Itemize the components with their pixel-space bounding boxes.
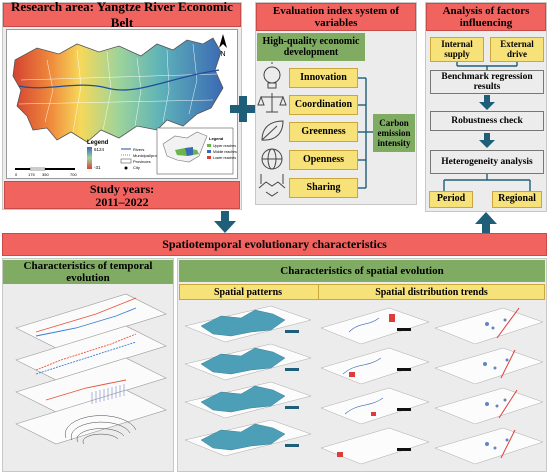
dimension-icons bbox=[257, 62, 287, 202]
temporal-stacked-charts bbox=[6, 288, 172, 470]
svg-text:Upper reaches: Upper reaches bbox=[213, 144, 236, 148]
arrow-up-icon bbox=[475, 212, 497, 234]
svg-text:0: 0 bbox=[15, 172, 18, 177]
merge-connector bbox=[430, 62, 544, 70]
arrow-down-icon bbox=[479, 95, 495, 110]
dimension-sharing: Sharing bbox=[289, 178, 358, 198]
trend-layer-7 bbox=[434, 387, 544, 425]
dimension-innovation: Innovation bbox=[289, 68, 358, 88]
svg-text:175: 175 bbox=[28, 172, 35, 177]
svg-text:700: 700 bbox=[70, 172, 77, 177]
scale-bar: 0 175 350 700 bbox=[15, 167, 77, 177]
heterogeneity-analysis-box: Heterogeneity analysis bbox=[430, 150, 544, 174]
spatial-trends-title: Spatial distribution trends bbox=[318, 284, 544, 300]
research-area-map: N Legend 6124 -31 Rivers Municipal/provi… bbox=[6, 29, 238, 179]
arrow-down-icon bbox=[479, 133, 495, 148]
spatial-patterns-title: Spatial patterns bbox=[213, 286, 283, 298]
carbon-intensity-box: Carbon emission intensity bbox=[373, 114, 415, 152]
research-area-title: Research area: Yangtze River Economic Be… bbox=[3, 0, 241, 30]
map-graphic: N Legend 6124 -31 Rivers Municipal/provi… bbox=[12, 34, 237, 177]
dimension-bracket bbox=[358, 70, 374, 198]
spatial-subtitle-bar bbox=[179, 284, 545, 300]
study-years-box: Study years: 2011–2022 bbox=[4, 181, 240, 209]
svg-text:Legend: Legend bbox=[209, 136, 224, 141]
dimension-openness: Openness bbox=[289, 150, 358, 170]
robustness-check-box: Robustness check bbox=[430, 111, 544, 131]
spatial-trend-plots bbox=[319, 302, 545, 470]
internal-supply-box: Internal supply bbox=[430, 37, 484, 62]
plus-icon bbox=[230, 96, 256, 122]
map-legend: Legend 6124 -31 Rivers Municipal/provinc… bbox=[87, 140, 178, 170]
lightbulb-icon bbox=[263, 62, 281, 89]
trend-layer-1 bbox=[320, 307, 430, 345]
arrow-down-icon bbox=[214, 211, 236, 233]
trend-layer-6 bbox=[434, 347, 544, 385]
globe-icon bbox=[261, 148, 283, 170]
legend-item-1: Municipal/provincial cities bbox=[133, 153, 178, 158]
dimension-greenness: Greenness bbox=[289, 122, 358, 142]
svg-text:Middle reaches: Middle reaches bbox=[213, 150, 237, 154]
svg-text:350: 350 bbox=[42, 172, 49, 177]
china-inset-map: Legend Upper reaches Middle reaches Lowe… bbox=[156, 127, 237, 175]
trend-layer-3 bbox=[320, 387, 430, 425]
balance-scale-icon bbox=[257, 93, 287, 113]
chart-layer-4 bbox=[15, 389, 167, 445]
split-connector bbox=[430, 174, 544, 192]
period-box: Period bbox=[429, 191, 473, 208]
study-years-label: Study years: bbox=[89, 182, 155, 196]
svg-text:Lower reaches: Lower reaches bbox=[213, 156, 236, 160]
regional-box: Regional bbox=[492, 191, 542, 208]
trend-layer-8 bbox=[434, 427, 544, 465]
evaluation-subtitle: High-quality economic development bbox=[257, 33, 365, 61]
legend-high: 6124 bbox=[94, 147, 105, 152]
evaluation-title: Evaluation index system of variables bbox=[256, 3, 416, 31]
analysis-title: Analysis of factors influencing bbox=[426, 3, 546, 31]
chart-layer-2 bbox=[15, 325, 167, 381]
spatiotemporal-title: Spatiotemporal evolutionary characterist… bbox=[2, 233, 547, 256]
study-years-range: 2011–2022 bbox=[95, 195, 149, 209]
handshake-icon bbox=[258, 174, 286, 197]
legend-low: -31 bbox=[94, 165, 101, 170]
benchmark-regression-box: Benchmark regression results bbox=[430, 70, 544, 94]
north-arrow: N bbox=[219, 34, 227, 58]
spatial-pattern-maps bbox=[181, 302, 315, 470]
legend-item-0: Rivers bbox=[133, 147, 144, 152]
dimension-coordination: Coordination bbox=[289, 95, 358, 115]
temporal-title: Characteristics of temporal evolution bbox=[3, 260, 173, 284]
leaf-icon bbox=[261, 120, 284, 141]
river-line bbox=[18, 69, 220, 91]
chart-layer-1 bbox=[15, 293, 167, 349]
legend-title: Legend bbox=[87, 140, 109, 146]
chart-layer-3 bbox=[15, 357, 167, 413]
trend-layer-2 bbox=[320, 347, 430, 385]
north-label: N bbox=[220, 51, 225, 58]
legend-item-3: City bbox=[133, 165, 140, 170]
trend-layer-5 bbox=[434, 307, 544, 345]
spatial-title: Characteristics of spatial evolution bbox=[179, 260, 545, 282]
external-drive-box: External drive bbox=[490, 37, 544, 62]
legend-item-2: Provinces bbox=[133, 159, 151, 164]
trend-layer-4 bbox=[320, 427, 430, 465]
